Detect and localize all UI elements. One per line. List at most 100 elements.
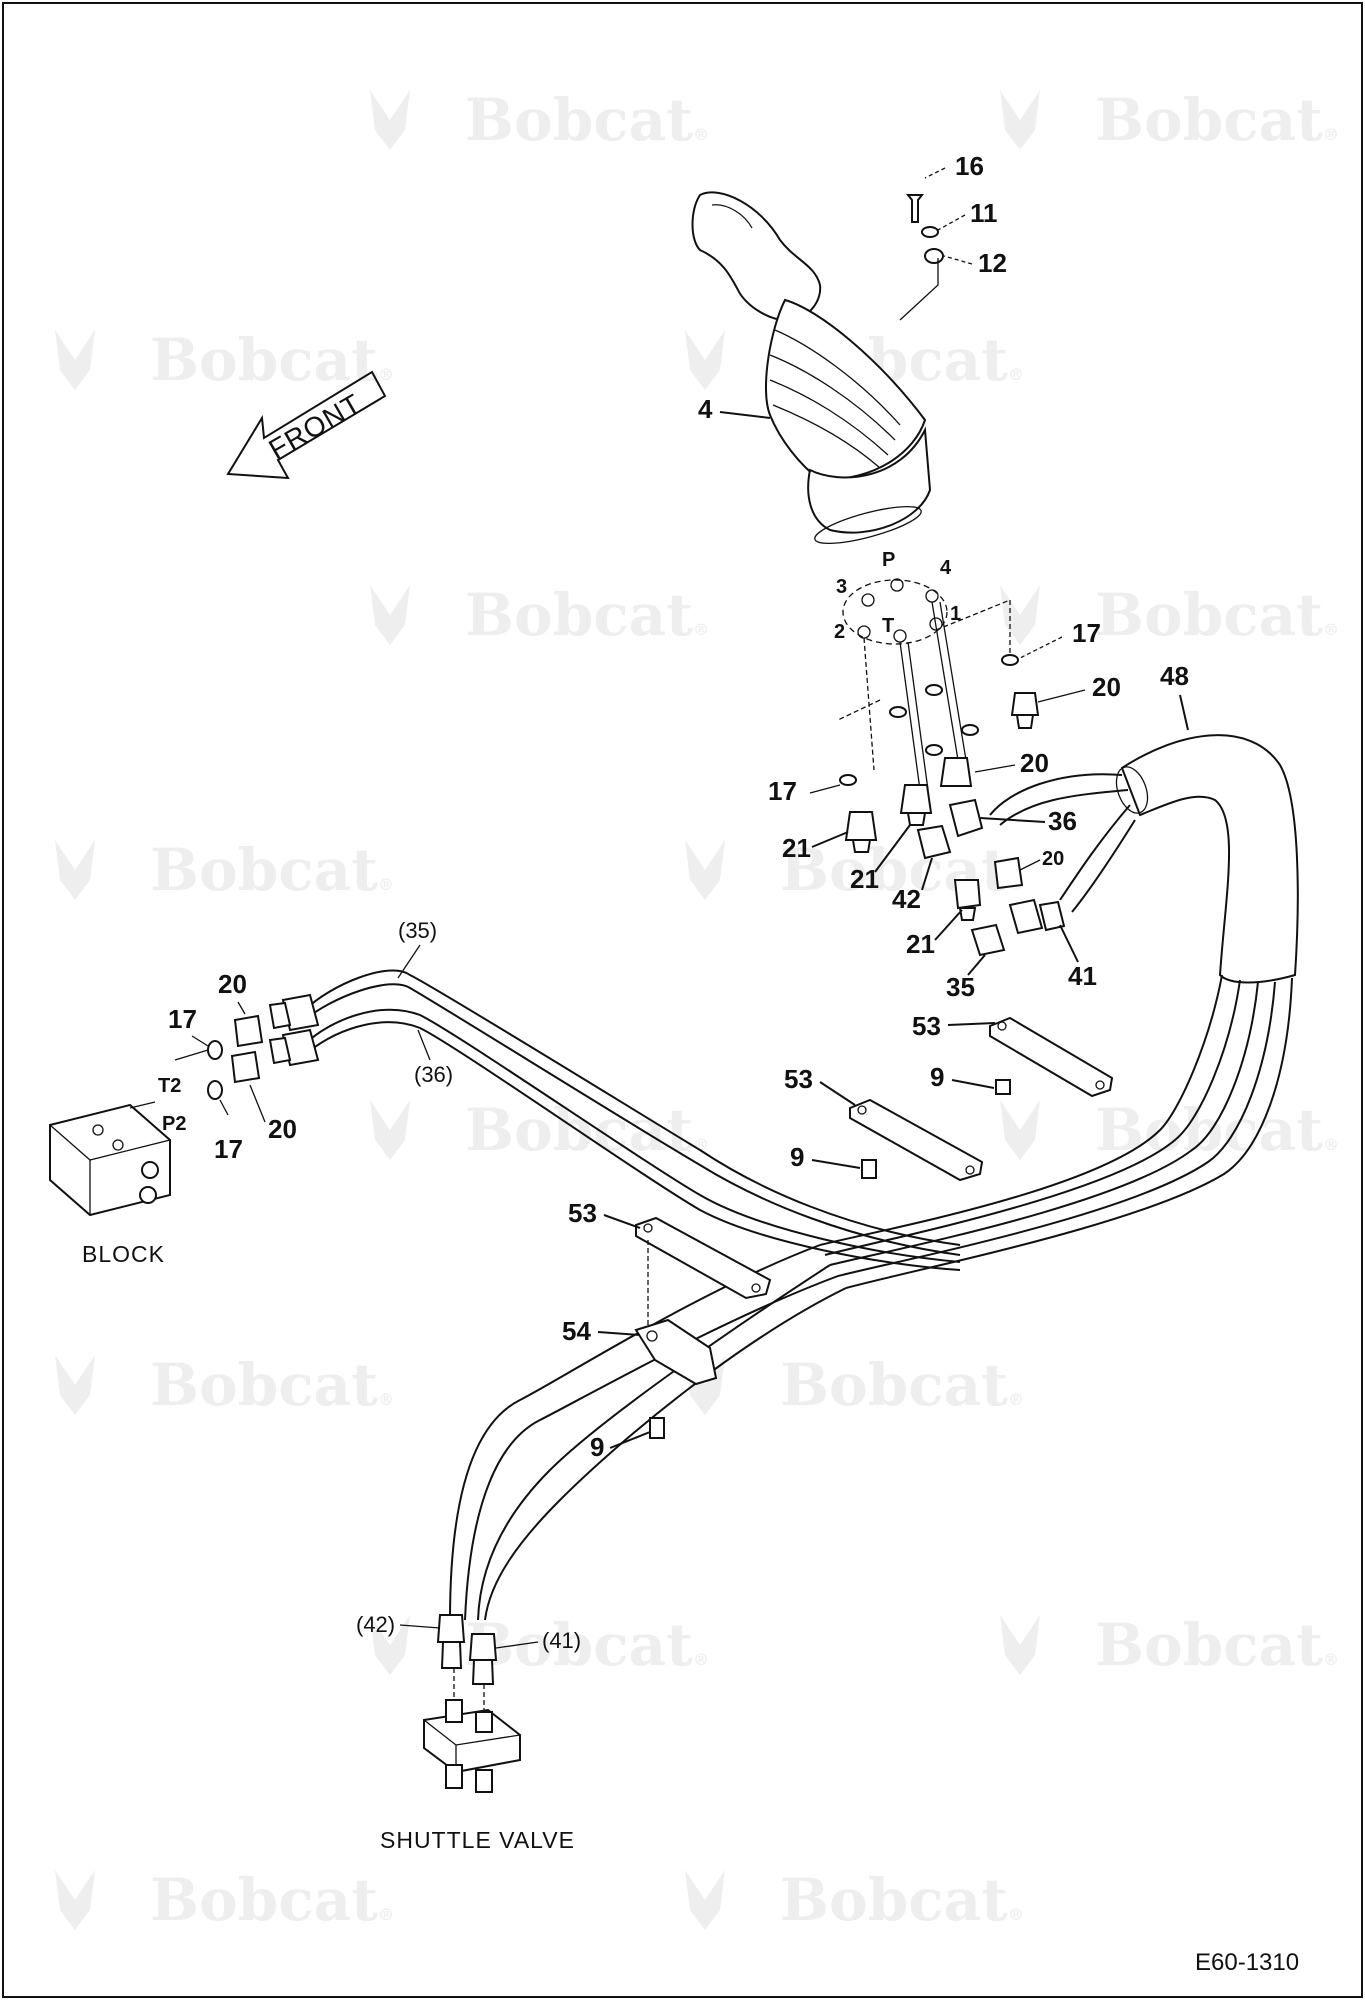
block-fittings [174, 1014, 264, 1116]
callout-17-top: 17 [1072, 618, 1101, 648]
callout-36: 36 [1048, 806, 1077, 836]
callout-53-b: 53 [784, 1064, 813, 1094]
drawing-number: E60-1310 [1195, 1949, 1299, 1976]
port-label-p2: P2 [162, 1113, 186, 1135]
watermark-mark: ® [1008, 1390, 1024, 1409]
bolt-16 [905, 194, 925, 223]
watermark-layer: Bobcat® Bobcat® Bobcat® Bobcat® Bobcat® … [55, 86, 1339, 1934]
protective-sleeve-48 [1120, 734, 1299, 984]
callout-54: 54 [562, 1316, 591, 1346]
callout-9-a: 9 [930, 1062, 944, 1092]
svg-text:Bobcat®: Bobcat® [465, 86, 709, 154]
watermark: Bobcat® [55, 836, 394, 904]
watermark: Bobcat® [55, 1351, 394, 1419]
callout-53-c: 53 [568, 1198, 597, 1228]
watermark-mark: ® [1323, 1135, 1339, 1154]
svg-text:Bobcat®: Bobcat® [465, 1611, 709, 1679]
shuttle-valve-component [423, 1699, 521, 1793]
watermark: Bobcat® [1000, 1611, 1339, 1679]
watermark: Bobcat® [370, 581, 709, 649]
callout-35: 35 [946, 972, 975, 1002]
watermark-mark: ® [378, 875, 394, 894]
callout-paren-42: (42) [356, 1612, 395, 1637]
watermark-brand: Bobcat [465, 1096, 693, 1164]
clamp-53-b [849, 1098, 984, 1182]
callout-17-block-bot: 17 [214, 1134, 243, 1164]
callout-20-block-top: 20 [218, 969, 247, 999]
watermark-brand: Bobcat [150, 1866, 378, 1934]
callout-20-mid: 20 [1020, 748, 1049, 778]
svg-text:Bobcat®: Bobcat® [1095, 581, 1339, 649]
callout-21-c: 21 [906, 929, 935, 959]
callout-16: 16 [955, 151, 984, 181]
fittings-group [839, 654, 1066, 957]
callout-paren-35: (35) [398, 918, 437, 943]
watermark-mark: ® [378, 365, 394, 384]
callout-21-a: 21 [782, 833, 811, 863]
port-label-p: P [882, 549, 895, 571]
callout-48: 48 [1160, 661, 1189, 691]
watermark: Bobcat® [370, 86, 709, 154]
watermark: Bobcat® [685, 1351, 1024, 1419]
watermark-brand: Bobcat [150, 1351, 378, 1419]
callout-12: 12 [978, 248, 1007, 278]
watermark-brand: Bobcat [1095, 1611, 1323, 1679]
shuttle-hose-ends [436, 1614, 498, 1720]
joystick-assembly [691, 191, 944, 545]
watermark-brand: Bobcat [1095, 1096, 1323, 1164]
callout-53-a: 53 [912, 1011, 941, 1041]
watermark-brand: Bobcat [1095, 86, 1323, 154]
svg-text:Bobcat®: Bobcat® [465, 1096, 709, 1164]
hoses-35-36 [268, 969, 961, 1271]
clamp-54 [634, 1318, 718, 1439]
watermark: Bobcat® [685, 1866, 1024, 1934]
svg-text:Bobcat®: Bobcat® [150, 1866, 394, 1934]
callout-9-b: 9 [790, 1142, 804, 1172]
callout-41: 41 [1068, 961, 1097, 991]
callout-20-top: 20 [1092, 672, 1121, 702]
watermark-mark: ® [693, 620, 709, 639]
port-pattern: P 4 3 2 T 1 [834, 549, 1011, 791]
clamp-53-a [989, 1016, 1114, 1098]
callout-17-block-top: 17 [168, 1004, 197, 1034]
callout-paren-41: (41) [542, 1628, 581, 1653]
port-label-2: 2 [834, 621, 845, 643]
svg-text:Bobcat®: Bobcat® [150, 1351, 394, 1419]
port-label-t: T [882, 615, 894, 637]
svg-text:Bobcat®: Bobcat® [1095, 1611, 1339, 1679]
watermark: Bobcat® [55, 1866, 394, 1934]
watermark-brand: Bobcat [150, 836, 378, 904]
block-label: BLOCK [82, 1241, 165, 1267]
callout-20-block-bot: 20 [268, 1114, 297, 1144]
watermark-mark: ® [378, 1905, 394, 1924]
watermark-brand: Bobcat [465, 86, 693, 154]
watermark-mark: ® [1323, 1650, 1339, 1669]
callout-42: 42 [892, 884, 921, 914]
watermark: Bobcat® [1000, 86, 1339, 154]
watermark-brand: Bobcat [150, 326, 378, 394]
callout-paren-36: (36) [414, 1062, 453, 1087]
watermark-mark: ® [693, 1650, 709, 1669]
svg-text:Bobcat®: Bobcat® [150, 326, 394, 394]
port-label-4: 4 [940, 557, 952, 579]
watermark: Bobcat® [1000, 1096, 1339, 1164]
watermark-brand: Bobcat [780, 1866, 1008, 1934]
svg-text:Bobcat®: Bobcat® [1095, 86, 1339, 154]
joystick-grip [691, 191, 822, 322]
port-label-3: 3 [836, 576, 847, 598]
watermark-mark: ® [378, 1390, 394, 1409]
callout-9-c: 9 [590, 1432, 604, 1462]
watermark-brand: Bobcat [1095, 581, 1323, 649]
svg-text:Bobcat®: Bobcat® [1095, 1096, 1339, 1164]
watermark-brand: Bobcat [465, 581, 693, 649]
port-label-1: 1 [950, 603, 961, 625]
callout-21-b: 21 [850, 864, 879, 894]
nut-12 [924, 248, 944, 264]
watermark-mark: ® [1008, 1905, 1024, 1924]
watermark-brand: Bobcat [465, 1611, 693, 1679]
hose-bundle [449, 734, 1299, 1621]
shuttle-valve-label: SHUTTLE VALVE [380, 1827, 575, 1853]
callout-17-mid: 17 [768, 776, 797, 806]
